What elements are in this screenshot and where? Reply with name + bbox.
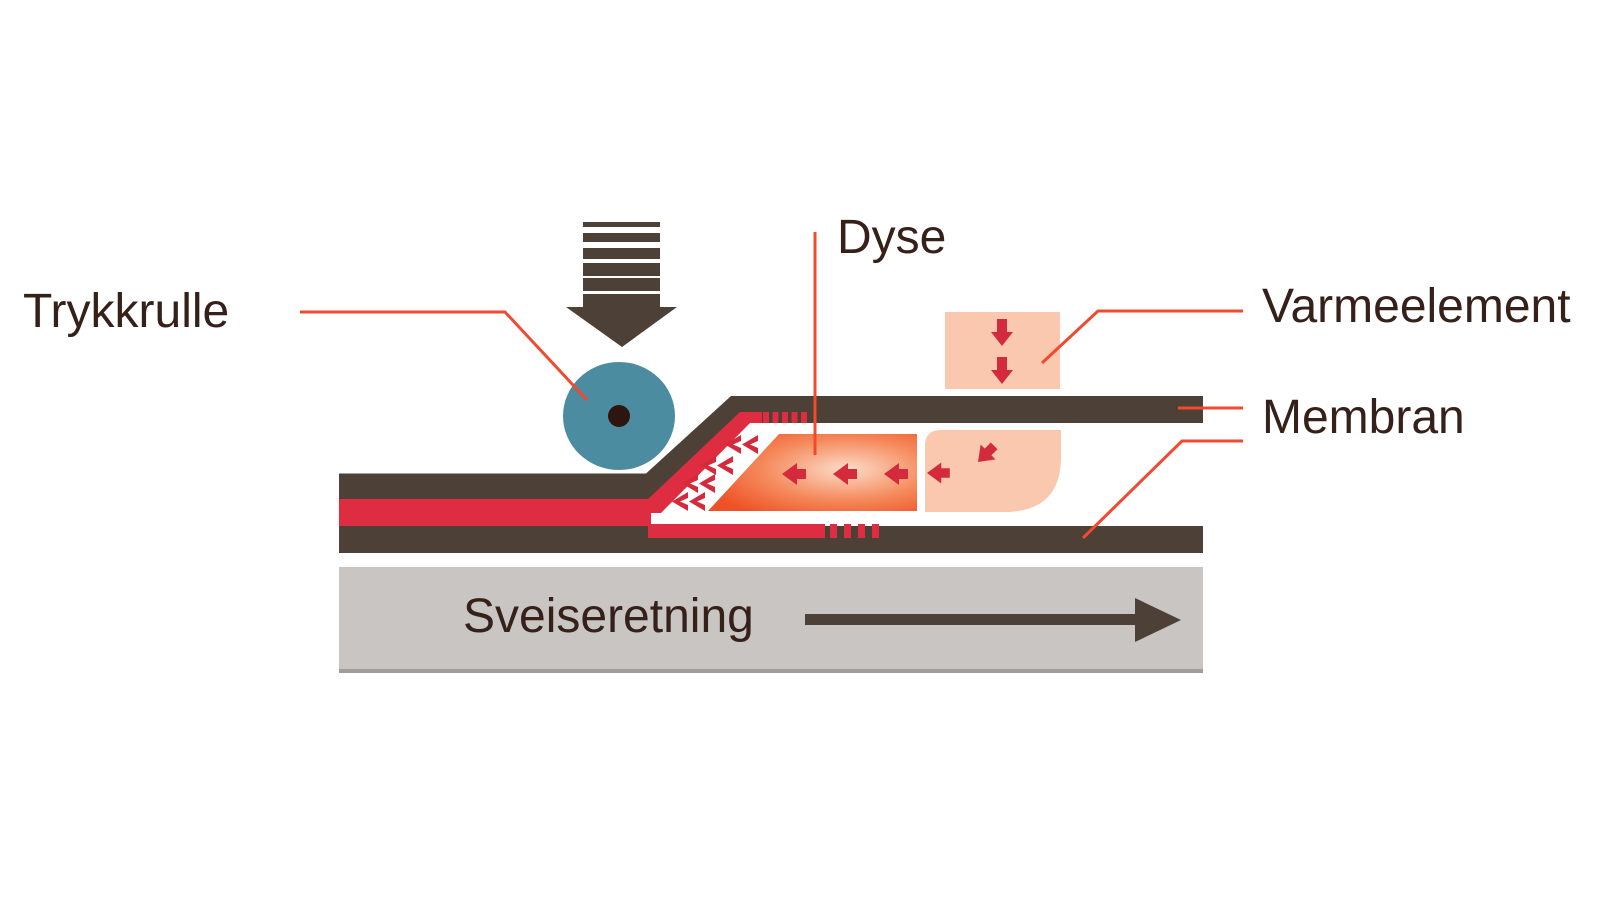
leader-varmeelement: [1040, 309, 1243, 365]
heating-element-lower: [925, 430, 1061, 512]
label-varmeelement: Varmeelement: [1262, 280, 1571, 333]
top-membrane: [339, 396, 1203, 499]
welding-direction-arrow-icon: [805, 598, 1181, 642]
label-membran: Membran: [1262, 391, 1465, 444]
leader-trykkrulle: [300, 310, 589, 402]
weld-seam: [339, 499, 651, 526]
pressure-arrow-icon: [566, 222, 677, 347]
base-bar-edge: [339, 669, 1203, 673]
melt-layer: [339, 412, 879, 538]
pressure-roller: [563, 362, 675, 470]
label-trykkrulle: Trykkrulle: [23, 285, 229, 338]
label-sveiseretning: Sveiseretning: [463, 590, 754, 643]
label-dyse: Dyse: [837, 211, 946, 264]
roller-axle-dot: [608, 405, 630, 427]
leader-membran-bottom: [1081, 439, 1243, 540]
hot-air-wedge: [708, 434, 917, 511]
